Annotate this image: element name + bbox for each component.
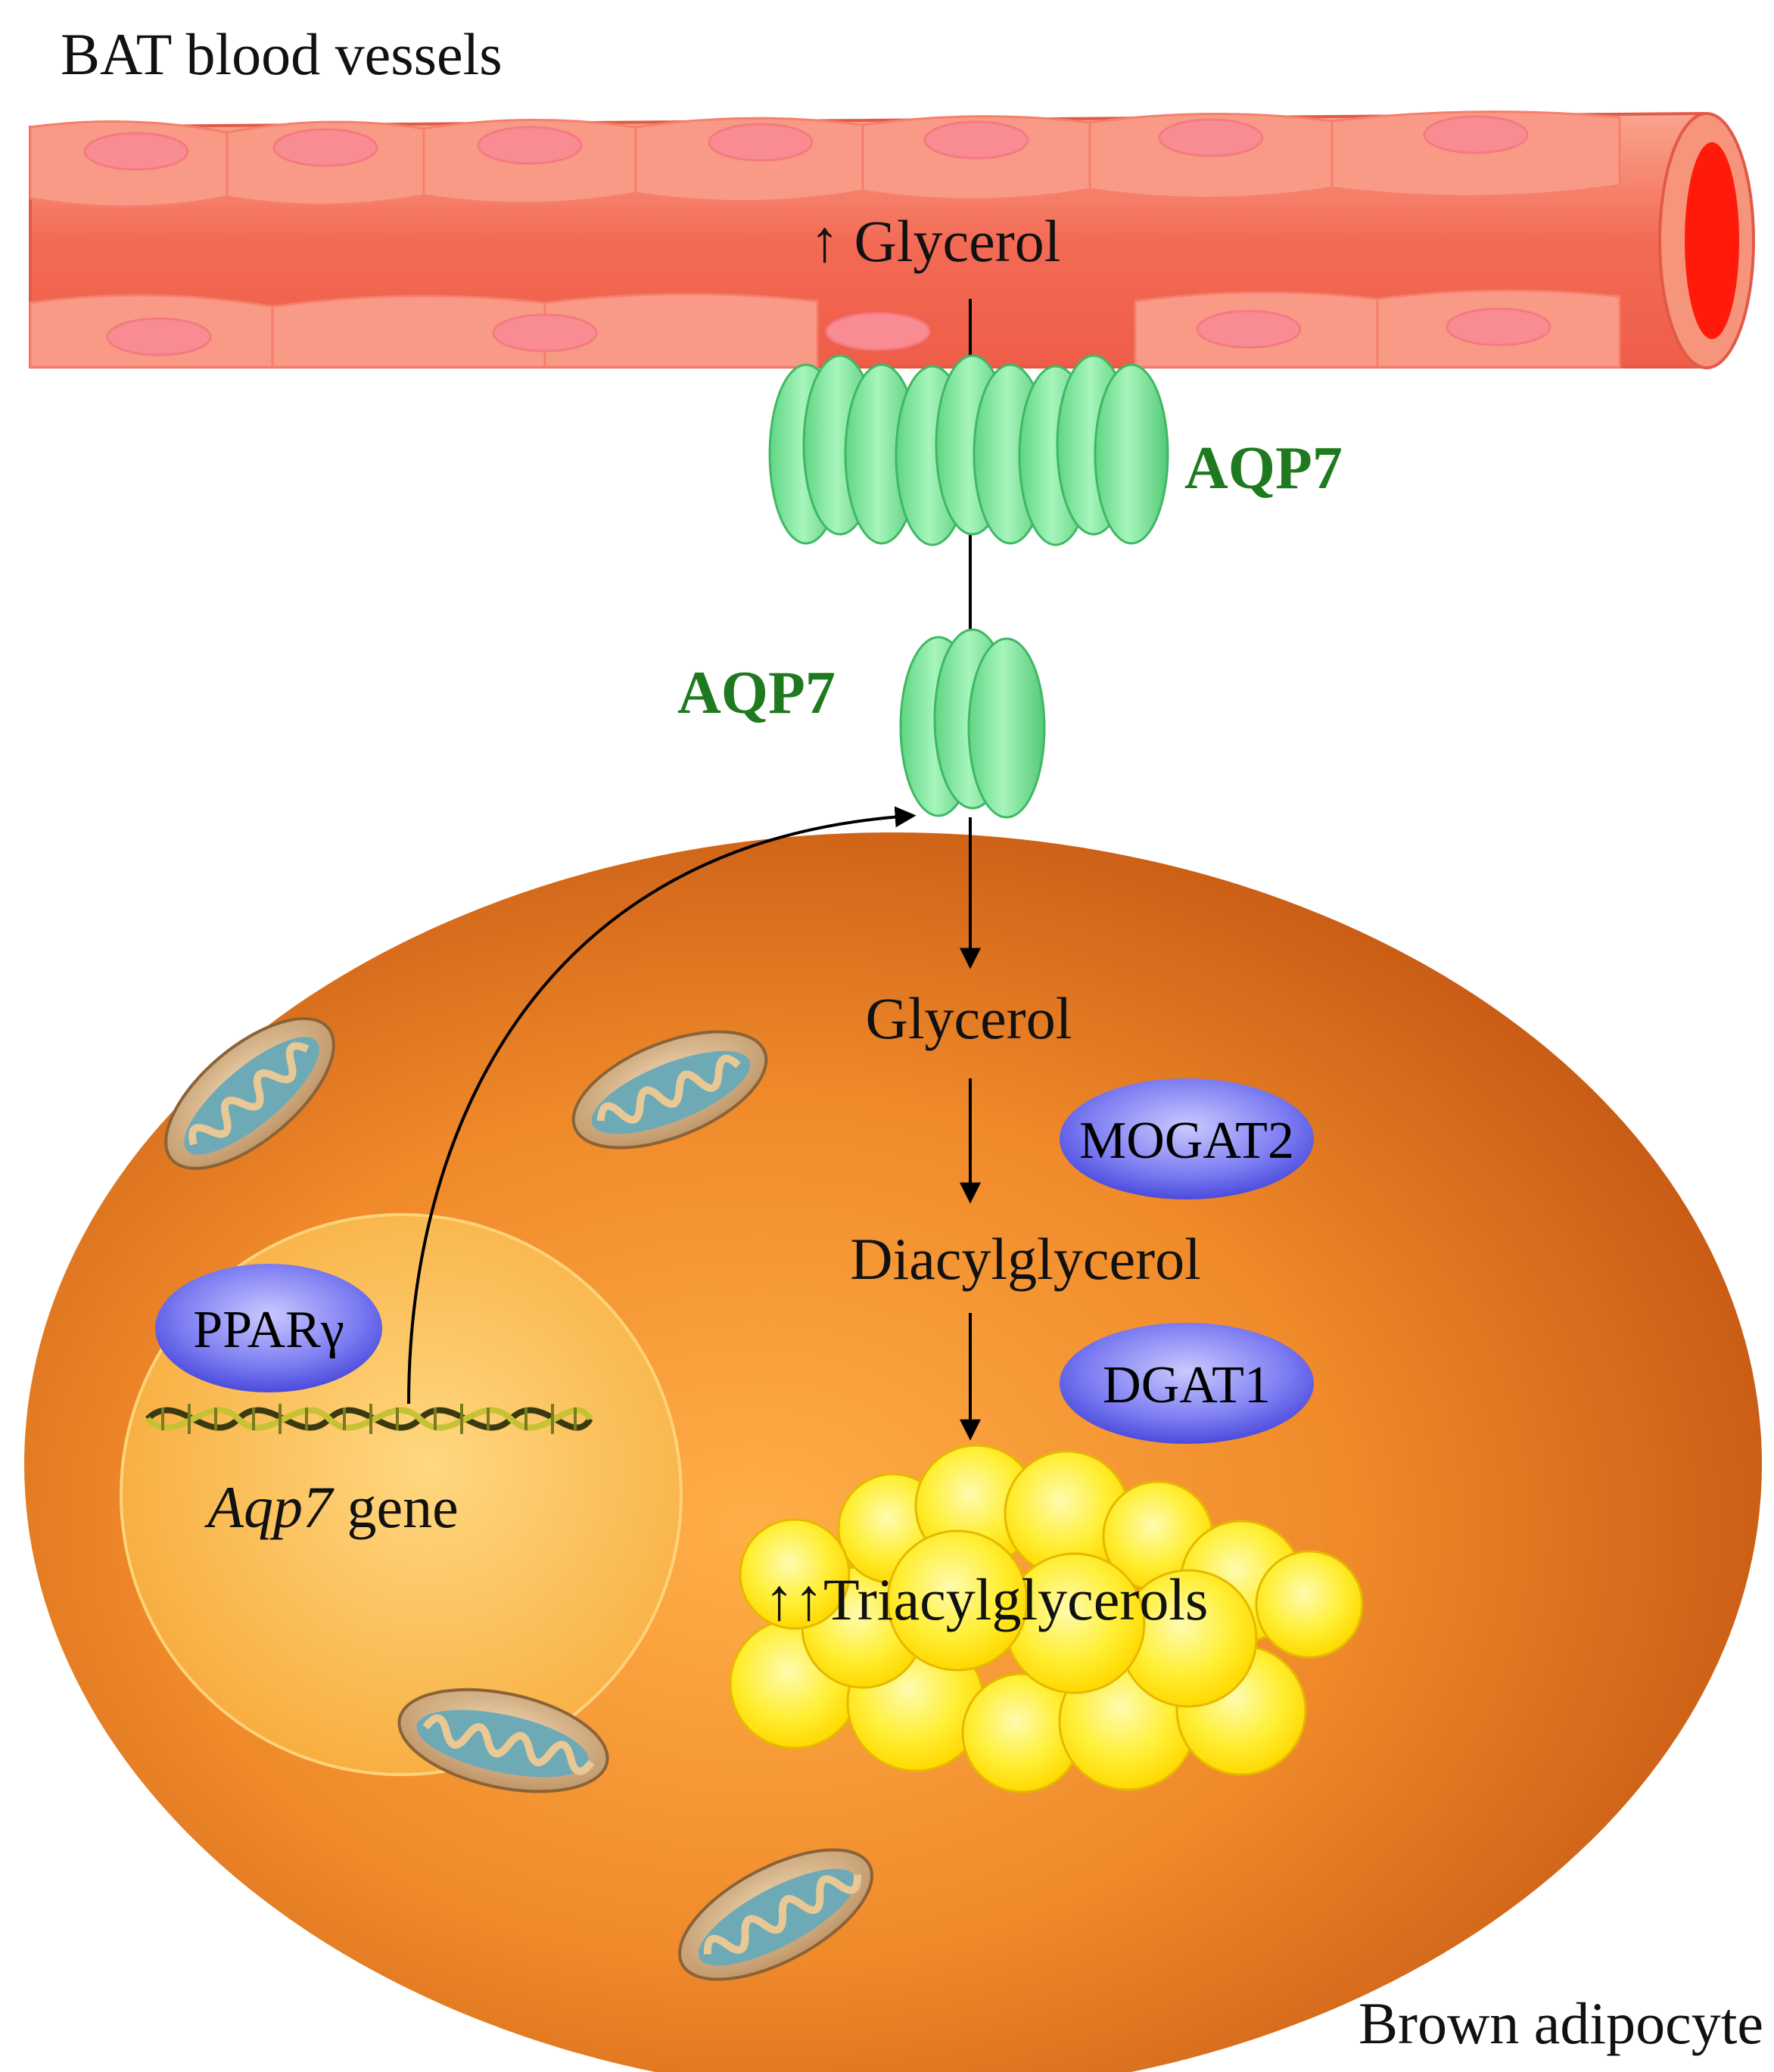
vessel-endothelial-cells-top: [29, 110, 1621, 208]
dgat1-label: DGAT1: [1103, 1356, 1271, 1414]
aqp7-vessel-channel-icon: [768, 354, 1169, 546]
mogat2-badge: [1060, 1078, 1314, 1199]
aqp7-cell-channel-icon: [899, 628, 1046, 819]
lipid-droplet-cluster: [729, 1444, 1364, 1794]
vessel-cell-nuclei: [83, 115, 1551, 356]
aqp7-vessel-label: AQP7: [1184, 435, 1343, 502]
aqp7-cell-label: AQP7: [677, 660, 836, 726]
mitochondrion-icon: [571, 1030, 768, 1150]
mitochondrion-icon: [678, 1848, 873, 1981]
aqp7-gene-label: Aqp7 gene: [204, 1474, 458, 1540]
ppar-gamma-badge: [155, 1264, 382, 1392]
mitochondrion-icon: [164, 1017, 335, 1170]
gene-expression-arrow: [407, 806, 917, 1405]
brown-adipocyte-label: Brown adipocyte: [1359, 1990, 1763, 2056]
diacylglycerol-label: Diacylglycerol: [850, 1226, 1200, 1292]
glycerol-label: Glycerol: [866, 985, 1072, 1051]
dgat1-badge: [1060, 1323, 1314, 1444]
vessel-lumen: [1685, 142, 1739, 339]
ppar-gamma-label: PPARγ: [193, 1301, 344, 1359]
mitochondrion-icon: [397, 1688, 609, 1794]
vessel-glycerol-label: ↑ Glycerol: [810, 208, 1060, 274]
vessel-label: BAT blood vessels: [61, 21, 503, 87]
blood-vessel: [29, 110, 1755, 369]
triacylglycerols-label: ↑↑Triacylglycerols: [764, 1566, 1208, 1632]
mogat2-label: MOGAT2: [1079, 1112, 1294, 1170]
dna-helix-icon: [145, 1404, 593, 1434]
